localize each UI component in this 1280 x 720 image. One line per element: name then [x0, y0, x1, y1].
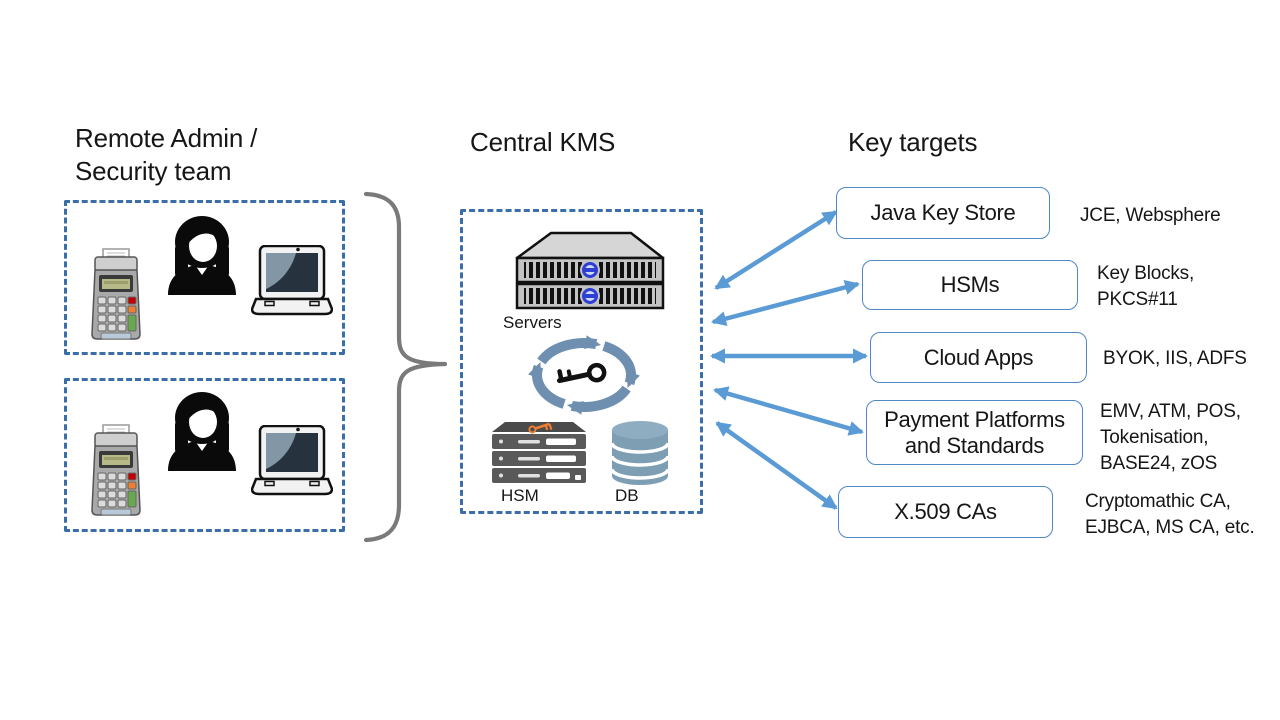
center-section-title: Central KMS: [470, 127, 616, 157]
right-section-title: Key targets: [848, 127, 978, 157]
target-box-payment-platforms: Payment Platforms and Standards: [866, 400, 1083, 465]
target-label: Payment Platforms and Standards: [884, 406, 1065, 458]
admin-group-box-1: [64, 200, 345, 355]
arrow-icon-hsms: [711, 280, 860, 326]
pos-terminal-icon: [91, 424, 141, 516]
target-box-hsms: HSMs: [862, 260, 1078, 310]
target-annotation-cloud-apps: BYOK, IIS, ADFS: [1103, 348, 1247, 369]
db-label: DB: [615, 486, 639, 505]
target-box-x509-cas: X.509 CAs: [838, 486, 1053, 538]
arrow-icon-payment-platforms: [713, 386, 864, 436]
arrow-icon-x509-cas: [715, 421, 838, 510]
pos-terminal-icon: [91, 248, 141, 340]
target-label: X.509 CAs: [894, 499, 997, 524]
target-label: HSMs: [940, 272, 1000, 297]
laptop-icon: [251, 245, 333, 316]
target-box-java-key-store: Java Key Store: [836, 187, 1050, 239]
target-annotation-java-key-store: JCE, Websphere: [1080, 205, 1221, 226]
target-label: Cloud Apps: [923, 344, 1034, 370]
target-annotation-payment-platforms: EMV, ATM, POS, Tokenisation, BASE24, zOS: [1100, 401, 1241, 474]
left-section-title: Remote Admin / Security team: [75, 123, 258, 186]
target-box-cloud-apps: Cloud Apps: [870, 332, 1087, 383]
target-annotation-hsms: Key Blocks, PKCS#11: [1097, 263, 1195, 310]
central-kms-box: Servers: [460, 209, 703, 514]
admin-user-icon: [168, 216, 236, 295]
hsm-label: HSM: [501, 486, 539, 505]
servers-icon: [515, 231, 665, 310]
key-cycle-icon: [528, 335, 640, 415]
target-annotation-x509-cas: Cryptomathic CA, EJBCA, MS CA, etc.: [1085, 491, 1255, 538]
admin-user-icon: [168, 392, 236, 471]
target-label: Java Key Store: [870, 200, 1016, 225]
arrow-icon-java-key-store: [714, 210, 838, 290]
laptop-icon: [251, 425, 333, 496]
brace-icon: [363, 191, 448, 543]
db-icon: [610, 421, 670, 485]
admin-group-box-2: [64, 378, 345, 532]
key-icon: [556, 362, 607, 384]
hsm-icon: [492, 422, 586, 483]
servers-label: Servers: [503, 313, 562, 332]
